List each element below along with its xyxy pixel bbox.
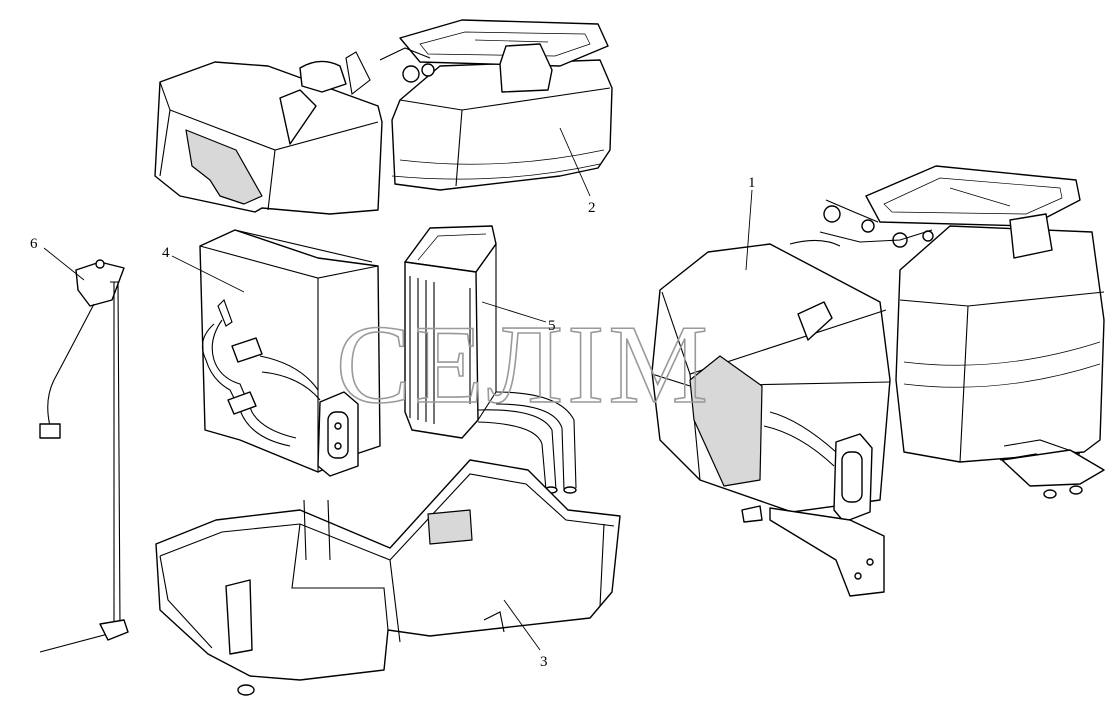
- part-4-evaporator-block: [199, 229, 381, 477]
- part-6-temperature-sensor: [39, 259, 129, 653]
- watermark-text: CEЛIM: [336, 303, 712, 427]
- callout-leaders: [43, 127, 753, 651]
- callout-1: 1: [748, 175, 756, 191]
- part-2-upper-housing: [154, 19, 613, 215]
- callout-2: 2: [588, 200, 596, 216]
- part-5-heater-core: [404, 225, 577, 494]
- part-1-assembled-unit: [651, 165, 1105, 597]
- part-3-lower-housing: [155, 459, 621, 696]
- callout-labels: 1 2 3 4 5 6: [30, 175, 756, 670]
- callout-4: 4: [162, 245, 170, 261]
- callout-6: 6: [30, 236, 38, 252]
- callout-5: 5: [548, 318, 556, 334]
- callout-3: 3: [540, 654, 548, 670]
